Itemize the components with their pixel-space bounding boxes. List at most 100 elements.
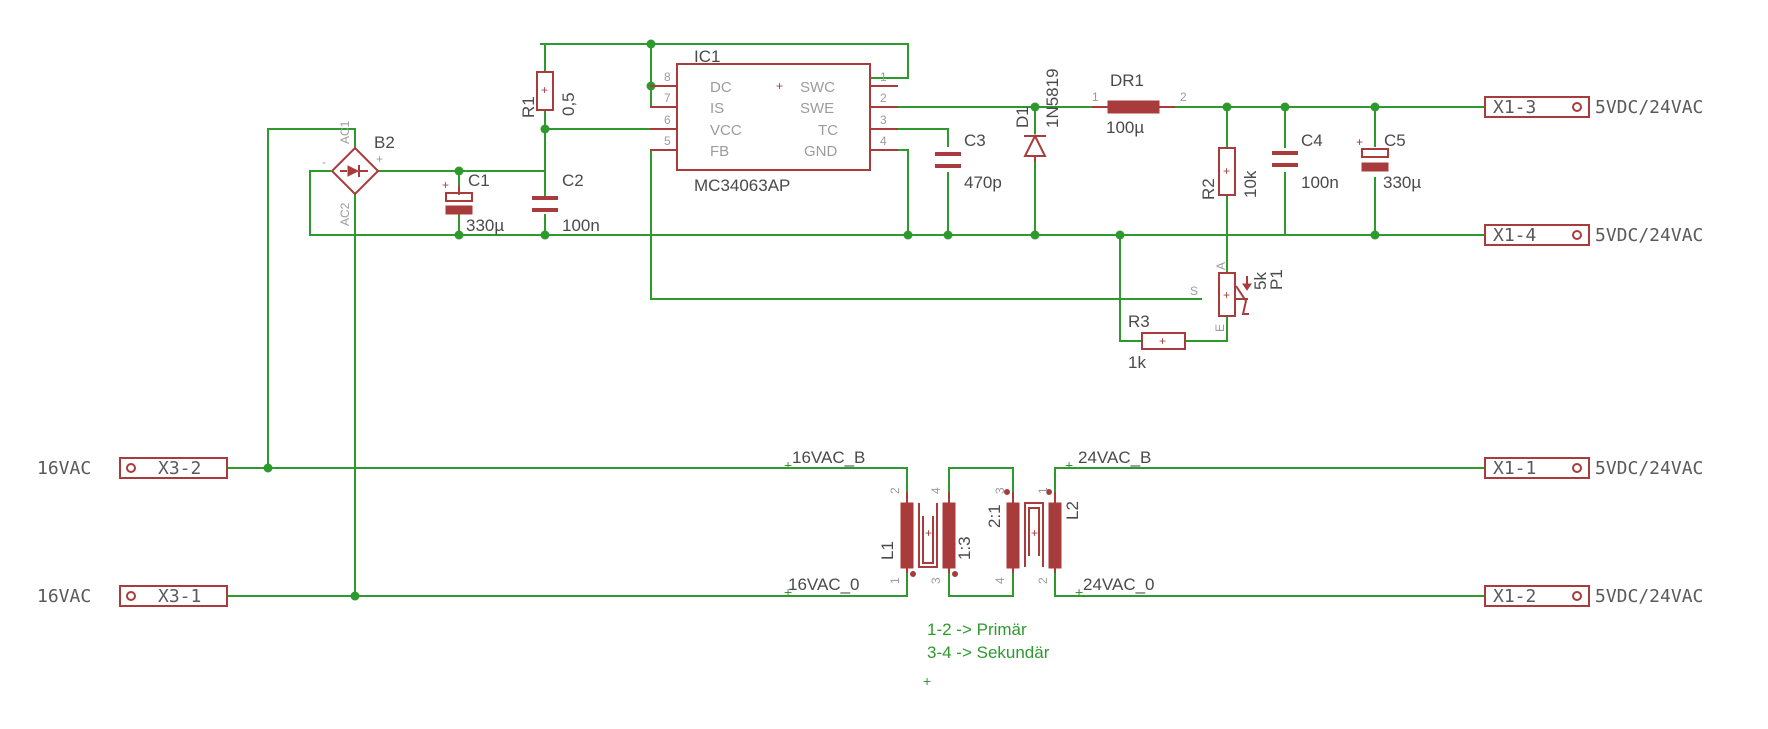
- l1-pin-4: 4: [929, 487, 943, 494]
- dr1-pin1: 1: [1092, 90, 1099, 104]
- bridge-b2: B2 AC1 AC2 + -: [322, 120, 395, 226]
- svg-text:+: +: [1223, 164, 1230, 178]
- x3-1-name: X3-1: [158, 586, 201, 607]
- b2-minus-label: -: [322, 155, 326, 169]
- l2-name: L2: [1063, 501, 1082, 520]
- capacitor-c2: C2 100n: [532, 171, 600, 235]
- ic1-pin-label-swc: SWC: [800, 79, 835, 96]
- p1-value: 5k: [1251, 272, 1270, 290]
- r3-value: 1k: [1128, 353, 1146, 372]
- ic1-pin-label-dc: DC: [710, 79, 732, 96]
- c4-name: C4: [1301, 131, 1323, 150]
- svg-text:+: +: [784, 457, 792, 473]
- r1-value: 0,5: [559, 92, 578, 116]
- ic1-pin-num-6: 6: [664, 113, 671, 127]
- svg-text:+: +: [1223, 288, 1230, 302]
- x1-2-name: X1-2: [1493, 586, 1536, 607]
- x1-4-name: X1-4: [1493, 225, 1536, 246]
- l1-ratio: 1:3: [955, 536, 974, 560]
- ic1-pin-num-3: 3: [880, 113, 887, 127]
- r3-name: R3: [1128, 312, 1150, 331]
- ic1-name: IC1: [694, 47, 720, 66]
- ic1-pin-num-7: 7: [664, 91, 671, 105]
- ic1: + IC1 MC34063AP 8 7 6 5 DC IS VCC FB 1 2…: [650, 47, 898, 195]
- b2-plus-label: +: [376, 152, 383, 166]
- l2-ratio: 2:1: [985, 504, 1004, 528]
- connector-x3-2: X3-2 16VAC: [37, 457, 228, 479]
- ic1-pin-num-5: 5: [664, 134, 671, 148]
- l1-pin-3: 3: [929, 577, 943, 584]
- l2-pin-1: 1: [1036, 487, 1050, 494]
- svg-text:+: +: [541, 83, 548, 97]
- c2-value: 100n: [562, 216, 600, 235]
- svg-text:+: +: [1159, 334, 1166, 348]
- d1-name: D1: [1013, 106, 1032, 128]
- l1-name: L1: [878, 541, 897, 560]
- resistor-r1: + R1 0,5: [519, 71, 578, 118]
- p1-pin-a: A: [1214, 262, 1228, 270]
- ic1-pin-label-swe: SWE: [800, 100, 834, 117]
- potentiometer-p1: + A S E 5k P1: [1190, 262, 1286, 332]
- ic1-value: MC34063AP: [694, 176, 790, 195]
- r2-name: R2: [1199, 178, 1218, 200]
- svg-text:+: +: [784, 584, 792, 600]
- x1-3-label: 5VDC/24VAC: [1595, 97, 1703, 118]
- capacitor-c3: C3 470p: [935, 131, 1002, 192]
- svg-text:+: +: [923, 673, 931, 689]
- svg-text:+: +: [776, 79, 783, 93]
- capacitor-c1: + C1 330µ: [442, 171, 504, 235]
- dr1-name: DR1: [1110, 71, 1144, 90]
- connector-x1-1: X1-1 5VDC/24VAC: [1484, 457, 1703, 479]
- b2-ac1-label: AC1: [338, 120, 352, 144]
- c5-name: C5: [1384, 131, 1406, 150]
- ic1-pin-label-vcc: VCC: [710, 122, 742, 139]
- l1-pin-2: 2: [888, 487, 902, 494]
- d1-value: 1N5819: [1043, 68, 1062, 128]
- c1-name: C1: [468, 171, 490, 190]
- p1-pin-s: S: [1190, 284, 1198, 298]
- svg-text:+: +: [1065, 457, 1073, 473]
- svg-text:+: +: [442, 178, 449, 192]
- note-secondary: 3-4 -> Sekundär: [927, 643, 1050, 662]
- net-16vac-b: 16VAC_B: [792, 448, 865, 467]
- dr1-pin2: 2: [1180, 90, 1187, 104]
- x1-4-label: 5VDC/24VAC: [1595, 225, 1703, 246]
- net-24vac-b: 24VAC_B: [1078, 448, 1151, 467]
- connector-x3-1: X3-1 16VAC: [37, 585, 228, 607]
- p1-pin-e: E: [1213, 324, 1227, 332]
- ic1-pin-num-2: 2: [880, 91, 887, 105]
- net-16vac-0: 16VAC_0: [788, 575, 860, 594]
- x1-1-name: X1-1: [1493, 458, 1536, 479]
- r2-value: 10k: [1241, 170, 1260, 198]
- c3-value: 470p: [964, 173, 1002, 192]
- inductor-dr1: 1 2 DR1 100µ: [1092, 71, 1187, 137]
- p1-name: P1: [1267, 269, 1286, 290]
- b2-ac2-label: AC2: [338, 202, 352, 226]
- net-24vac-0: 24VAC_0: [1083, 575, 1155, 594]
- resistor-r3: + R3 1k: [1128, 312, 1186, 372]
- note-primary: 1-2 -> Primär: [927, 620, 1027, 639]
- net-labels: + 16VAC_B + 16VAC_0 + 24VAC_B + 24VAC_0: [784, 448, 1155, 600]
- ic1-pin-num-4: 4: [880, 134, 887, 148]
- connector-x1-4: X1-4 5VDC/24VAC: [1484, 224, 1703, 246]
- capacitor-c4: C4 100n: [1272, 131, 1339, 192]
- svg-text:+: +: [1356, 135, 1363, 149]
- x3-2-name: X3-2: [158, 458, 201, 479]
- c2-name: C2: [562, 171, 584, 190]
- transformer-l2: + 3 1 4 2 2:1 L2: [985, 487, 1082, 584]
- l2-pin-2: 2: [1036, 577, 1050, 584]
- connector-x1-3: X1-3 5VDC/24VAC: [1484, 96, 1703, 118]
- r1-name: R1: [519, 96, 538, 118]
- dr1-value: 100µ: [1106, 118, 1144, 137]
- l1-pin-1: 1: [888, 577, 902, 584]
- x3-1-label: 16VAC: [37, 586, 91, 607]
- ic1-pin-num-8: 8: [664, 70, 671, 84]
- ic1-pin-num-1: 1: [880, 70, 887, 84]
- diode-d1: D1 1N5819: [1013, 68, 1062, 162]
- c3-name: C3: [964, 131, 986, 150]
- ic1-pin-label-tc: TC: [818, 122, 838, 139]
- x3-2-label: 16VAC: [37, 458, 91, 479]
- notes: 1-2 -> Primär 3-4 -> Sekundär +: [923, 620, 1050, 689]
- l2-pin-4: 4: [993, 577, 1007, 584]
